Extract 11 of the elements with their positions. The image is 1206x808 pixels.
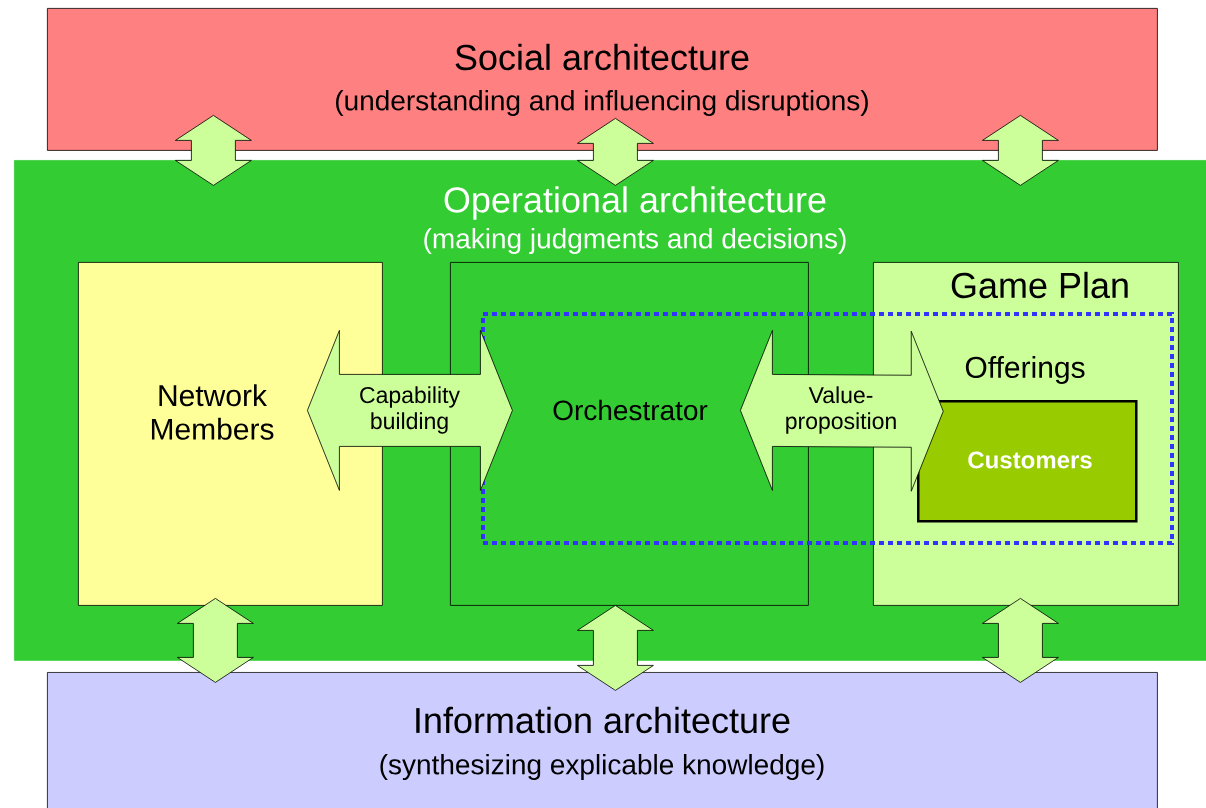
- heading-text: Offerings: [965, 356, 1085, 384]
- double-arrow: [982, 598, 1059, 683]
- layer-band: Information architecture (synthesizing explicable knowledge): [47, 672, 1158, 808]
- dotted-boundary: [481, 312, 1174, 545]
- double-arrow: [175, 115, 252, 186]
- double-arrow: [982, 115, 1059, 186]
- double-arrow: [177, 598, 254, 683]
- double-arrow: [577, 118, 654, 186]
- customer-box: Customers: [917, 400, 1138, 523]
- double-arrow: [577, 605, 654, 691]
- layer-band: Social architecture (understanding and influencing disruptions): [47, 8, 1158, 151]
